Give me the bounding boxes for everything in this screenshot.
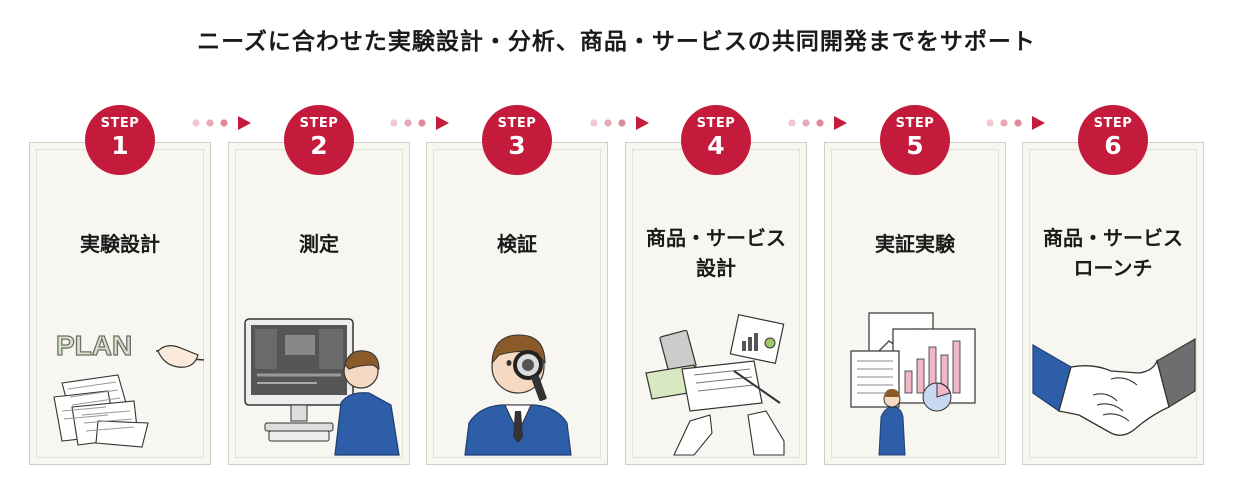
step-number: 3 <box>508 131 526 160</box>
step-card-1: 実験設計 PLAN <box>29 142 211 465</box>
step-number: 1 <box>111 131 129 160</box>
step-title-line2: ローンチ <box>1073 256 1153 280</box>
step-number: 4 <box>707 131 725 160</box>
verification-illustration <box>464 334 572 456</box>
step-arrow-icon <box>590 116 649 130</box>
step-title: 実証実験 <box>875 232 955 256</box>
step-title: 商品・サービス ローンチ <box>1031 223 1195 283</box>
step-badge-5: STEP 5 <box>880 105 950 175</box>
step-card-4: 商品・サービス 設計 <box>625 142 807 465</box>
step-label: STEP <box>497 116 537 131</box>
step-title: 検証 <box>497 232 537 256</box>
step-title: 測定 <box>299 232 339 256</box>
handshake-illustration <box>1032 337 1196 436</box>
step-title: 実験設計 <box>80 232 160 256</box>
step-badge-2: STEP 2 <box>284 105 354 175</box>
step-badge-3: STEP 3 <box>482 105 552 175</box>
step-label: STEP <box>696 116 736 131</box>
product-design-illustration <box>645 313 785 456</box>
step-card-3: 検証 <box>426 142 608 465</box>
step-arrow-icon <box>192 116 251 130</box>
step-badge-1: STEP 1 <box>85 105 155 175</box>
step-card-2: 測定 <box>228 142 410 465</box>
step-label: STEP <box>100 116 140 131</box>
step-label: STEP <box>299 116 339 131</box>
field-test-illustration <box>850 312 976 456</box>
step-number: 2 <box>310 131 328 160</box>
step-title-line1: 商品・サービス <box>646 226 786 250</box>
step-number: 5 <box>906 131 924 160</box>
step-badge-6: STEP 6 <box>1078 105 1148 175</box>
step-label: STEP <box>895 116 935 131</box>
step-card-5: 実証実験 <box>824 142 1006 465</box>
step-title-line2: 設計 <box>696 256 736 280</box>
step-arrow-icon <box>986 116 1045 130</box>
step-badge-4: STEP 4 <box>681 105 751 175</box>
step-number: 6 <box>1104 131 1122 160</box>
step-label: STEP <box>1093 116 1133 131</box>
step-title-line1: 商品・サービス <box>1043 226 1183 250</box>
plan-text: PLAN <box>56 330 132 361</box>
planning-illustration: PLAN <box>53 329 204 448</box>
step-card-6: 商品・サービス ローンチ <box>1022 142 1204 465</box>
step-arrow-icon <box>788 116 847 130</box>
step-arrow-icon <box>390 116 449 130</box>
page-title: ニーズに合わせた実験設計・分析、商品・サービスの共同開発までをサポート <box>197 29 1036 55</box>
measurement-illustration <box>244 318 400 456</box>
step-title: 商品・サービス 設計 <box>634 223 798 283</box>
